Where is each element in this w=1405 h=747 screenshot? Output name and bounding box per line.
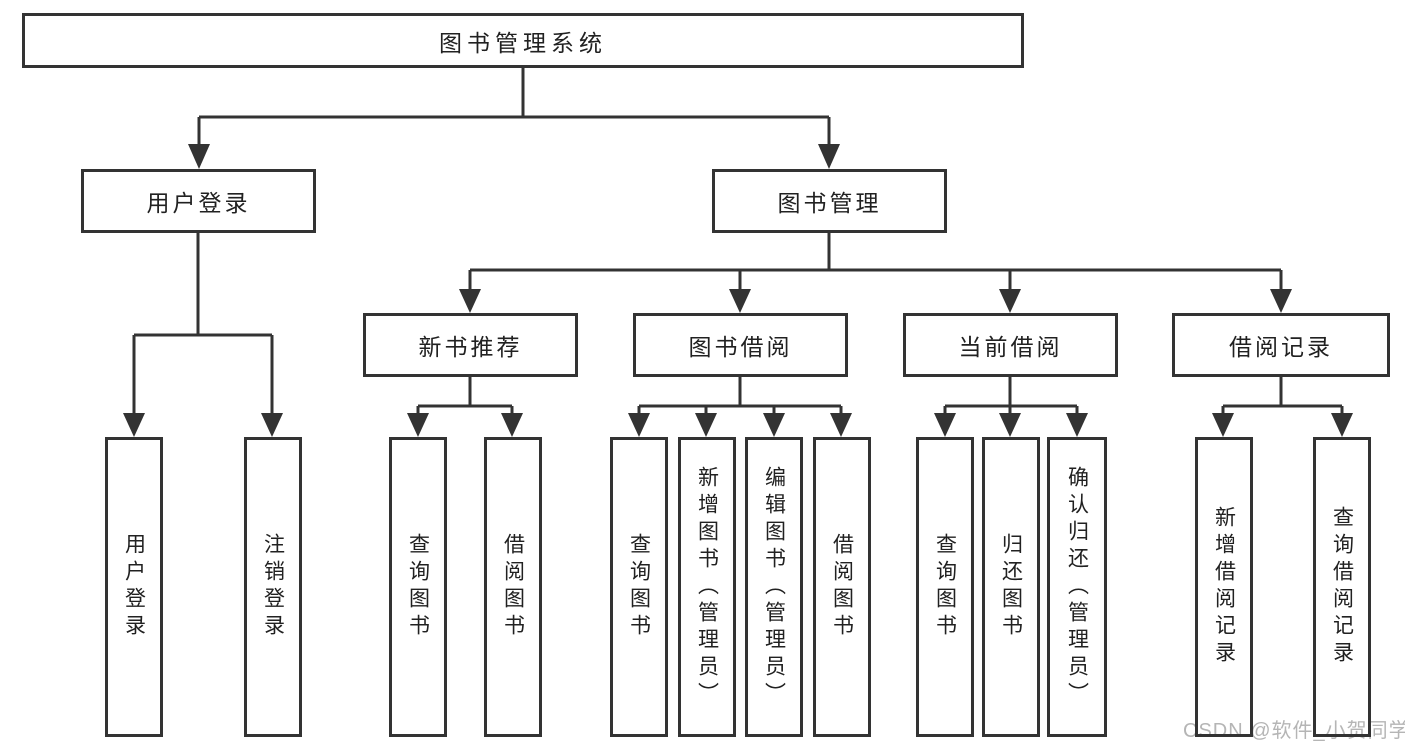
edge-borrowing-records-to-leaves	[1221, 377, 1344, 415]
leaf-label: 查询图书	[933, 533, 957, 641]
leaf-query-books: 查询图书	[610, 437, 668, 737]
node-book-borrowing: 图书借阅	[633, 313, 848, 377]
edge-root-to-level2	[197, 68, 831, 146]
node-borrowing-records: 借阅记录	[1172, 313, 1390, 377]
leaf-label: 查询图书	[406, 533, 430, 641]
leaf-borrow-books: 借阅图书	[813, 437, 871, 737]
csdn-watermark: CSDN @软件_小贺同学	[1183, 720, 1405, 742]
leaf-add-borrow-record: 新增借阅记录	[1195, 437, 1253, 737]
leaf-label: 新增图书（管理员）	[695, 465, 719, 709]
leaf-return-books: 归还图书	[982, 437, 1040, 737]
leaf-label: 确认归还（管理员）	[1065, 465, 1089, 709]
node-new-book-recommendation: 新书推荐	[363, 313, 578, 377]
leaf-query-books: 查询图书	[389, 437, 447, 737]
edge-book-borrowing-to-leaves	[637, 377, 843, 415]
leaf-confirm-return-admin: 确认归还（管理员）	[1047, 437, 1107, 737]
leaf-borrow-books: 借阅图书	[484, 437, 542, 737]
leaf-label: 借阅图书	[830, 533, 854, 641]
leaf-user-login: 用户登录	[105, 437, 163, 737]
node-book-management: 图书管理	[712, 169, 947, 233]
leaf-label: 编辑图书（管理员）	[762, 465, 786, 709]
edge-user-login-to-leaves	[132, 233, 274, 414]
leaf-query-borrow-record: 查询借阅记录	[1313, 437, 1371, 737]
node-user-login: 用户登录	[81, 169, 316, 233]
leaf-query-books: 查询图书	[916, 437, 974, 737]
edge-new-book-recommendation-to-leaves	[416, 377, 514, 415]
leaf-label: 新增借阅记录	[1212, 506, 1236, 668]
leaf-add-books-admin: 新增图书（管理员）	[678, 437, 736, 737]
leaf-logout: 注销登录	[244, 437, 302, 737]
edge-current-borrowing-to-leaves	[943, 377, 1079, 415]
leaf-label: 归还图书	[999, 533, 1023, 641]
leaf-label: 查询图书	[627, 533, 651, 641]
arrowheads	[123, 144, 1353, 437]
leaf-label: 用户登录	[122, 533, 146, 641]
edge-book-management-to-level3	[468, 233, 1283, 291]
leaf-label: 注销登录	[261, 533, 285, 641]
leaf-label: 查询借阅记录	[1330, 506, 1354, 668]
leaf-label: 借阅图书	[501, 533, 525, 641]
node-current-borrowing: 当前借阅	[903, 313, 1118, 377]
leaf-edit-books-admin: 编辑图书（管理员）	[745, 437, 803, 737]
node-library-management-system: 图书管理系统	[22, 13, 1024, 68]
